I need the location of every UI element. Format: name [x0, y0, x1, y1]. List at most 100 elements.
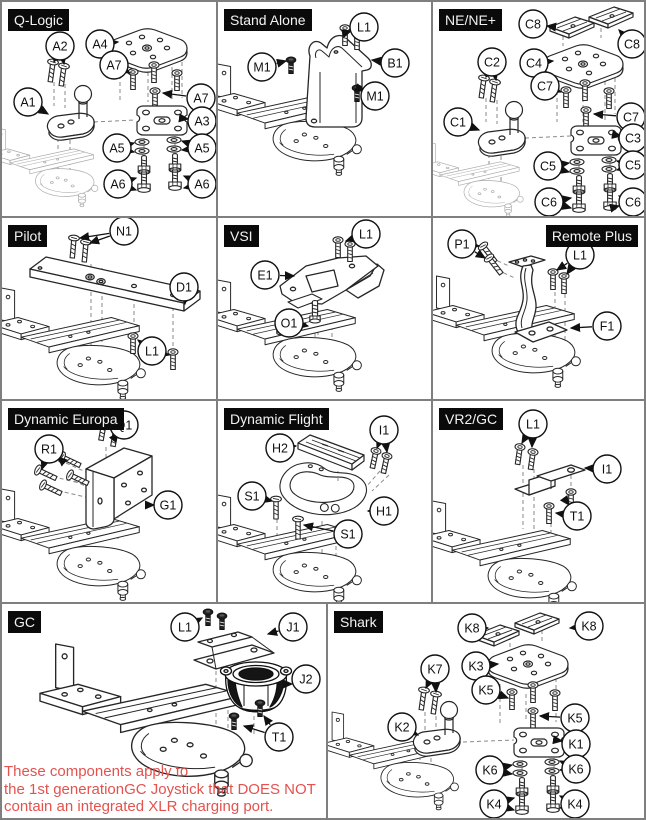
callout-label: T1 [272, 731, 287, 745]
callout-arrow [615, 163, 628, 172]
callout-label: B1 [387, 57, 402, 71]
callout-label: C3 [625, 132, 641, 146]
screw-drawing [37, 478, 64, 499]
callout-arrow [468, 122, 481, 131]
callout-k6: K6 [558, 754, 591, 784]
screw-drawing [270, 495, 282, 520]
callout-label: C8 [624, 38, 640, 52]
callout-label: A3 [194, 115, 209, 129]
callout-circle [247, 52, 277, 82]
callout-k5: K5 [471, 675, 510, 705]
callout-arrow [618, 29, 629, 40]
callout-label: C5 [625, 159, 641, 173]
callout-label: C7 [537, 80, 553, 94]
stand-alone-bracket-drawing [305, 34, 372, 128]
callout-p1: P1 [447, 229, 487, 259]
callout-circle [278, 612, 308, 642]
callout-circle [471, 675, 501, 705]
callout-i1: I1 [369, 415, 399, 454]
washer-drawing [134, 147, 150, 155]
washer-drawing [569, 167, 585, 175]
callout-label: D1 [176, 281, 192, 295]
callout-label: K6 [482, 764, 497, 778]
callout-label: A1 [20, 96, 35, 110]
note-line: the 1st generationGC Joystick that DOES … [4, 780, 316, 798]
callout-k8: K8 [457, 613, 490, 643]
callout-circle [333, 519, 363, 549]
callout-label: K2 [394, 721, 409, 735]
callout-circle [443, 107, 473, 137]
callout-c5: C5 [615, 150, 644, 180]
screw-drawing [366, 446, 383, 470]
callout-arrow [344, 233, 357, 243]
callout-arrow [182, 175, 195, 184]
callout-label: L1 [359, 228, 373, 242]
callout-circle [187, 169, 216, 199]
callout-circle [187, 133, 216, 163]
callout-label: K5 [478, 684, 493, 698]
washer-drawing [512, 769, 528, 777]
callout-arrow [191, 617, 204, 627]
callout-circle [475, 755, 505, 785]
callout-arrow [503, 803, 516, 812]
europa-bracket-drawing [85, 447, 153, 530]
callout-label: A5 [109, 142, 124, 156]
callout-c7: C7 [530, 71, 563, 101]
callout-arrow [592, 110, 617, 120]
callout-a3: A3 [178, 106, 216, 136]
callout-label: H2 [272, 442, 288, 456]
callout-l1: L1 [136, 336, 171, 366]
screw-drawing [285, 56, 297, 74]
bolt-drawing [137, 155, 151, 193]
callout-label: R1 [41, 443, 57, 457]
screw-drawing [127, 332, 139, 355]
callout-arrow [503, 796, 516, 805]
bolt-drawing [572, 175, 586, 213]
callout-circle [618, 150, 644, 180]
panel-title-dynamic-flight: Dynamic Flight [224, 408, 329, 430]
callout-arrow [474, 249, 487, 259]
callout-circle [274, 308, 304, 338]
ball-mount-drawing [477, 100, 526, 157]
vsi-bracket-drawing [279, 255, 385, 305]
leader-dash [93, 119, 136, 123]
callout-arrow [180, 139, 193, 149]
callout-k1: K1 [552, 729, 591, 759]
callout-m1: M1 [247, 52, 288, 82]
callout-circle [237, 481, 267, 511]
callout-c2: C2 [477, 47, 507, 82]
callout-arrow [502, 767, 514, 777]
callout-arrow [266, 627, 279, 636]
callout-arrow [37, 105, 50, 115]
callout-label: J2 [299, 673, 312, 687]
callout-arrow [123, 141, 136, 151]
screw-drawing [579, 79, 591, 102]
callout-k2: K2 [387, 712, 420, 742]
callout-f1: F1 [569, 311, 622, 341]
screw-drawing [127, 68, 139, 91]
callout-circle [477, 47, 507, 77]
callout-label: L1 [178, 621, 192, 635]
callout-label: C2 [484, 56, 500, 70]
callout-arrow [554, 509, 566, 519]
washer-drawing [544, 758, 560, 766]
callout-circle [369, 415, 399, 445]
callout-a7: A7 [99, 50, 132, 80]
callout-a2: A2 [45, 31, 75, 66]
callout-label: T1 [570, 510, 585, 524]
mount-base-assembly [433, 500, 577, 602]
screw-drawing [44, 57, 60, 84]
callout-h1: H1 [366, 496, 399, 526]
screw-drawing [543, 502, 555, 525]
callout-arrow [370, 56, 382, 66]
screw-drawing [475, 73, 491, 100]
callout-arrow [302, 522, 334, 532]
washer-drawing [166, 136, 182, 144]
leader-dash [365, 470, 381, 488]
callout-arrow [125, 176, 138, 186]
